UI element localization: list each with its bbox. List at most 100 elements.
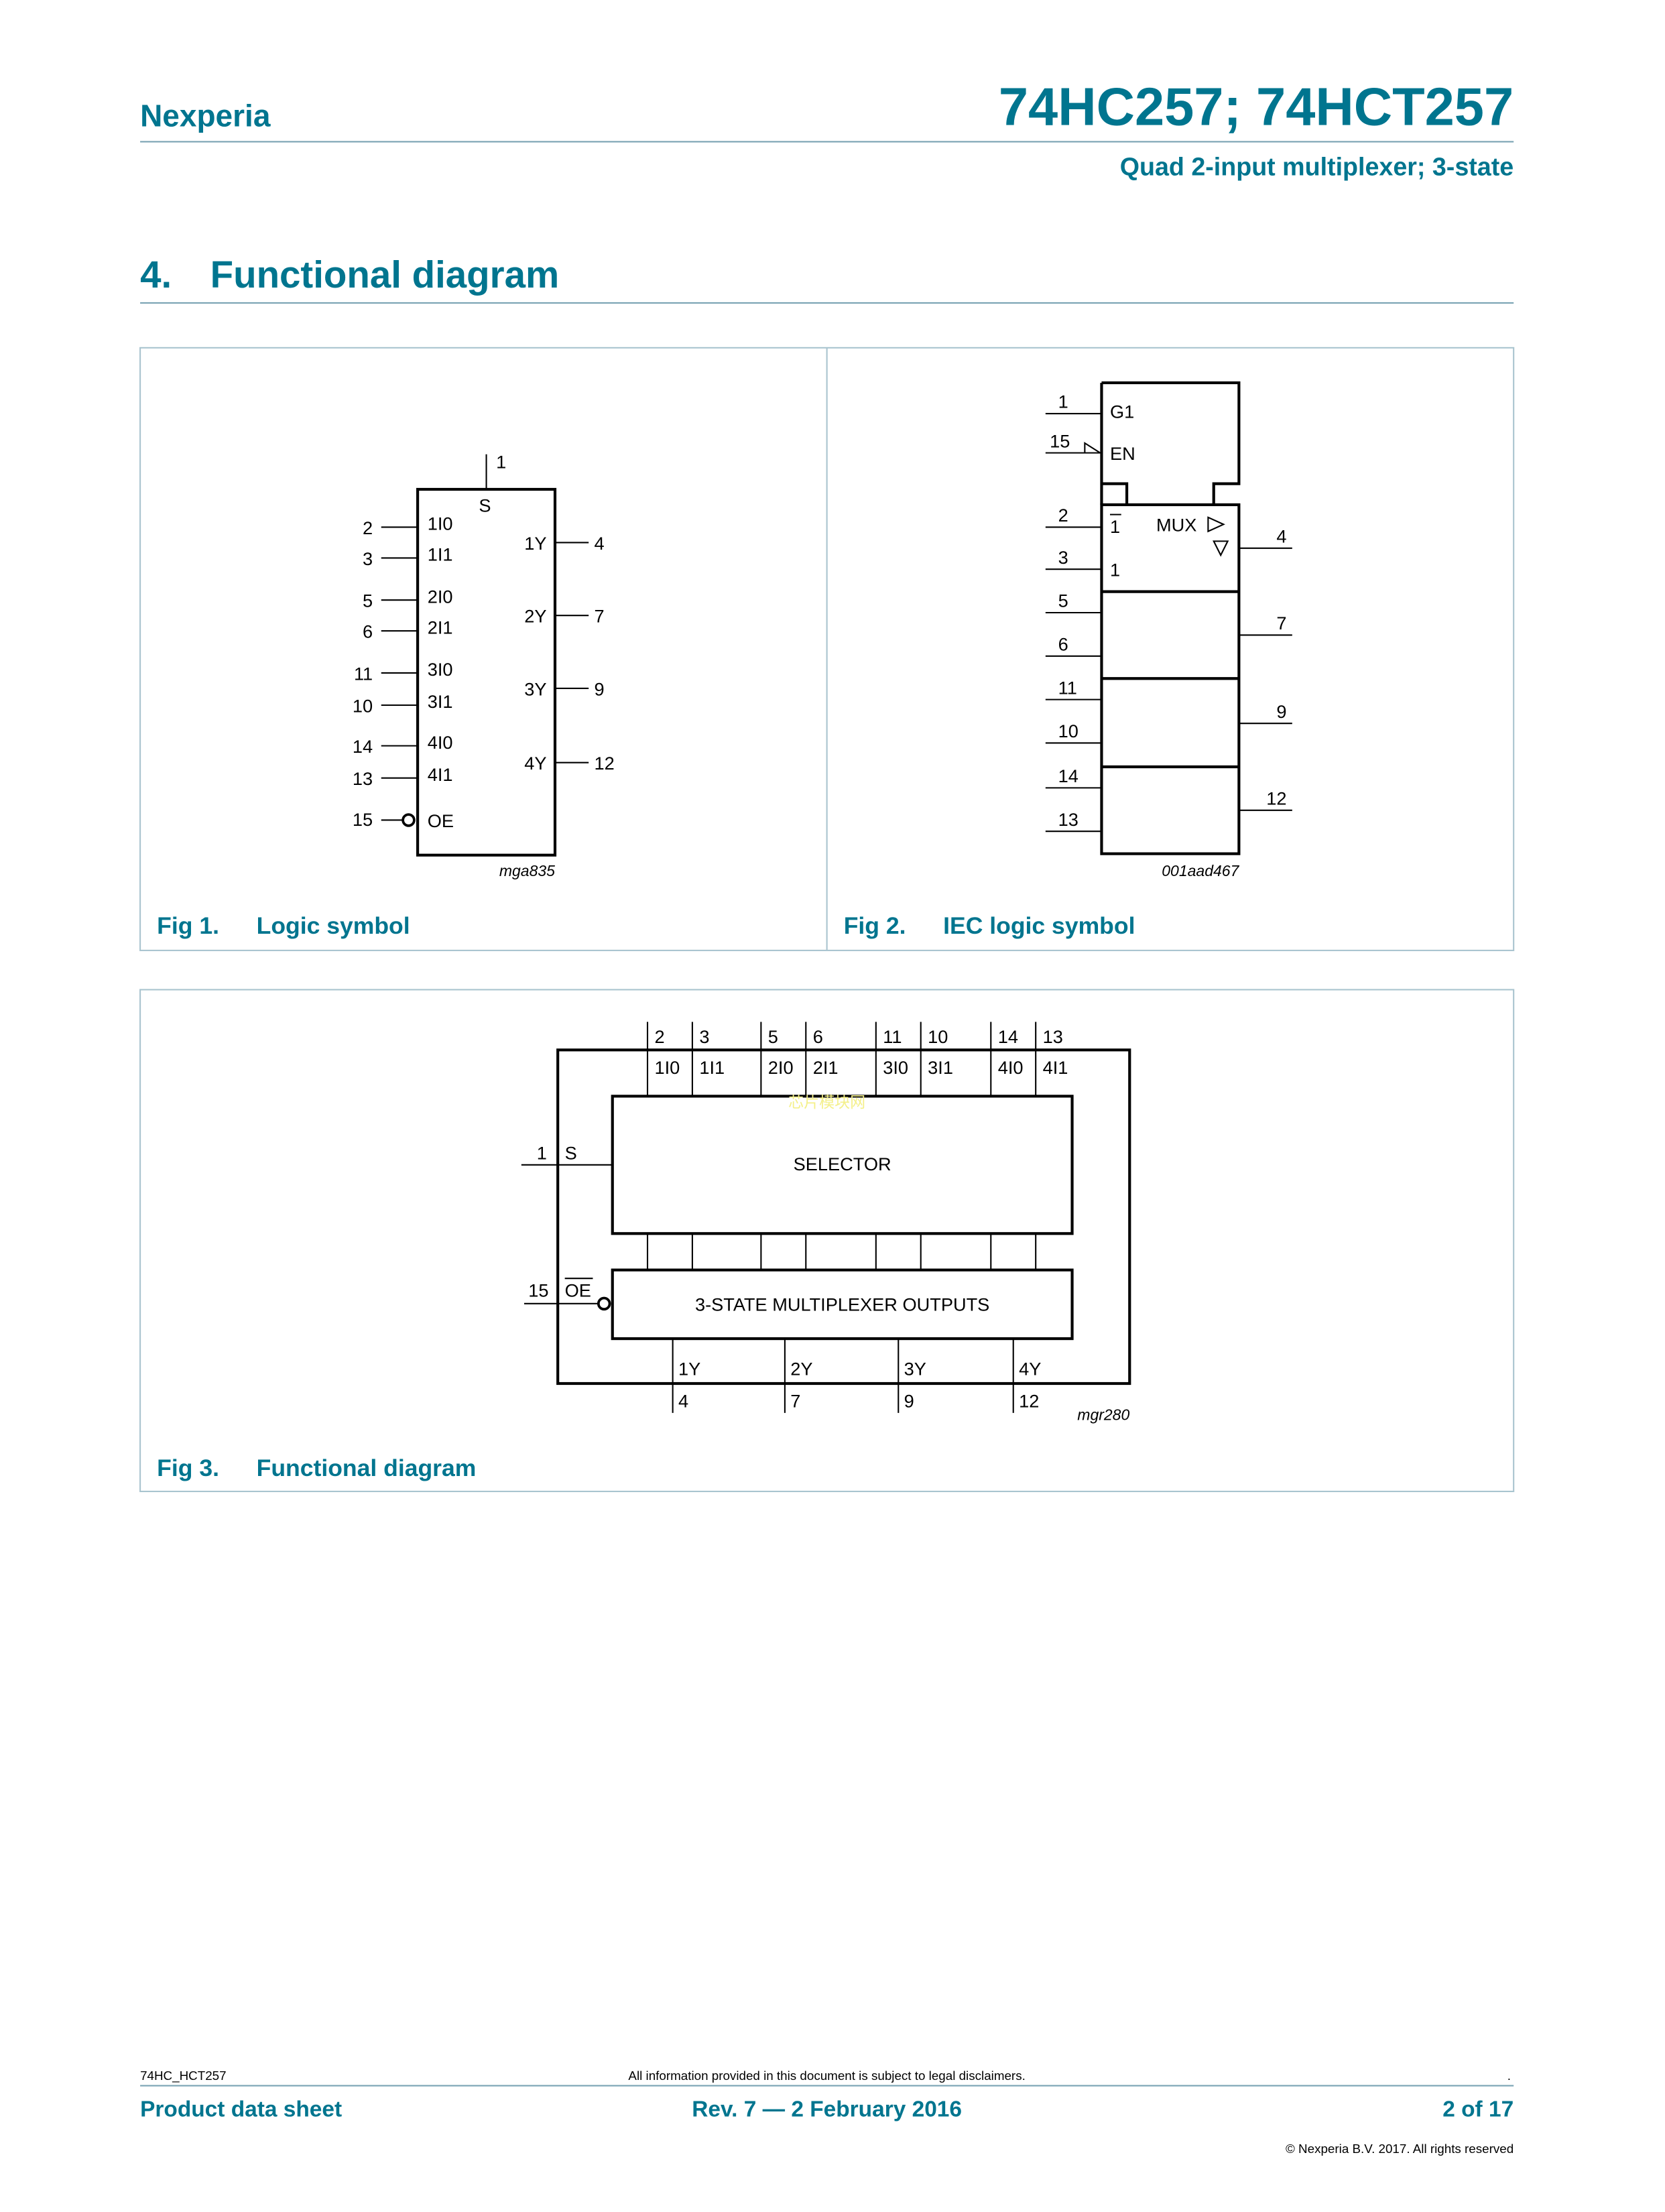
block-label: MUX — [1156, 515, 1196, 536]
outer-block — [556, 1048, 1131, 1386]
pin-number: 14 — [998, 1026, 1018, 1047]
pin-label: OE — [565, 1280, 591, 1300]
pin-label: 4Y — [1019, 1358, 1041, 1379]
pin-number: 11 — [354, 663, 373, 684]
pin-number: 6 — [813, 1026, 823, 1047]
pin-number: 9 — [904, 1391, 914, 1412]
block-label: 1 — [1110, 560, 1120, 580]
control-block — [1100, 381, 1241, 505]
footer-page-number: 2 of 17 — [1442, 2097, 1514, 2122]
pin-label: 4I1 — [428, 764, 453, 785]
pin-label: 3Y — [904, 1358, 926, 1379]
figure-code: mga835 — [499, 862, 555, 879]
figure-caption: IEC logic symbol — [943, 912, 1135, 939]
logic-symbol-diagram: 1 S 2 1I0 3 1I1 5 2I0 6 2I1 11 3I0 10 3I1 14 4I0 13 4I1… — [353, 452, 615, 879]
pin-number: 1 — [537, 1142, 547, 1163]
pin-label: S — [479, 495, 491, 515]
footer-doc-type: Product data sheet — [140, 2097, 342, 2122]
figure-caption-number: Fig 2. — [844, 912, 906, 939]
pin-number: 11 — [1058, 677, 1077, 698]
pin-label: OE — [428, 810, 454, 831]
pin-number: 2 — [1058, 505, 1068, 526]
pin-label: 3I1 — [428, 691, 453, 712]
pin-number: 14 — [353, 736, 373, 757]
document-title: 74HC257; 74HCT257 — [999, 76, 1514, 136]
pin-label: 1Y — [524, 533, 546, 554]
pin-number: 4 — [595, 533, 605, 554]
selector-label: SELECTOR — [794, 1154, 891, 1174]
pin-label: 2I1 — [813, 1057, 839, 1078]
pin-label: 3I0 — [428, 659, 453, 680]
pin-number: 5 — [768, 1026, 778, 1047]
pin-number: 13 — [353, 768, 373, 789]
pin-label: 4I1 — [1043, 1057, 1068, 1078]
output-block-label: 3-STATE MULTIPLEXER OUTPUTS — [695, 1294, 989, 1314]
3-state-triangle-icon — [1213, 540, 1229, 557]
pin-label: 2I0 — [428, 586, 453, 607]
pin-number: 10 — [928, 1026, 948, 1047]
pin-number: 10 — [1058, 721, 1078, 741]
pin-number: 6 — [363, 621, 373, 642]
pin-label: 2I1 — [428, 617, 453, 637]
pin-label: 3I0 — [883, 1057, 908, 1078]
pin-number: 1 — [496, 452, 506, 473]
pin-number: 13 — [1058, 809, 1078, 830]
pin-number: 12 — [595, 753, 615, 774]
figure-frame-bottom — [139, 989, 1515, 1493]
pin-label: 1I0 — [654, 1057, 680, 1078]
inversion-bubble-icon — [597, 1296, 611, 1311]
pin-label: 4I0 — [428, 732, 453, 753]
pin-number: 14 — [1058, 765, 1078, 786]
pin-number: 13 — [1043, 1026, 1063, 1047]
pin-number: 4 — [1276, 526, 1286, 546]
functional-diagram: SELECTOR 3-STATE MULTIPLEXER OUTPUTS 芯片模… — [521, 1022, 1131, 1423]
pin-label: 4Y — [524, 753, 546, 774]
inversion-bubble-icon — [402, 813, 416, 827]
pin-number: 5 — [363, 591, 373, 611]
output-block — [611, 1268, 1074, 1341]
figure-code: 001aad467 — [1162, 862, 1239, 879]
pin-number: 2 — [654, 1026, 664, 1047]
footer-doc-id: 74HC_HCT257 — [140, 2069, 227, 2083]
section-title: Functional diagram — [210, 253, 560, 296]
pin-number: 15 — [528, 1280, 548, 1300]
pin-number: 3 — [363, 548, 373, 569]
block-label: EN — [1110, 443, 1135, 464]
pin-label: 2Y — [524, 606, 546, 627]
footer-disclaimer: All information provided in this documen… — [628, 2069, 1025, 2083]
pin-number: 10 — [353, 695, 373, 716]
pin-label: 3I1 — [928, 1057, 953, 1078]
pin-label: 1I0 — [428, 513, 453, 534]
pin-label: 2I0 — [768, 1057, 794, 1078]
pin-label: 1Y — [678, 1358, 700, 1379]
pin-number: 3 — [699, 1026, 709, 1047]
pin-label: 1I1 — [699, 1057, 725, 1078]
watermark: 芯片模块网 — [788, 1094, 865, 1111]
pin-label: 1I1 — [428, 544, 453, 565]
pin-number: 12 — [1019, 1391, 1039, 1412]
pin-number: 9 — [1276, 701, 1286, 722]
pin-number: 15 — [353, 809, 373, 830]
pin-number: 3 — [1058, 547, 1068, 568]
footer-revision: Rev. 7 — 2 February 2016 — [692, 2097, 962, 2122]
pin-number: 15 — [1050, 430, 1070, 451]
pin-label: 3Y — [524, 678, 546, 699]
document-subtitle: Quad 2-input multiplexer; 3-state — [1120, 153, 1514, 181]
pin-number: 6 — [1058, 633, 1068, 654]
footer-copyright: © Nexperia B.V. 2017. All rights reserve… — [1286, 2142, 1514, 2156]
pin-number: 2 — [363, 517, 373, 538]
pin-label: S — [565, 1142, 577, 1163]
block-label: G1 — [1110, 401, 1134, 422]
brand-name: Nexperia — [140, 98, 271, 133]
pin-number: 4 — [678, 1391, 688, 1412]
figure-code: mgr280 — [1077, 1406, 1129, 1423]
figure-caption: Logic symbol — [257, 912, 410, 939]
active-low-indicator-icon — [1084, 442, 1101, 454]
pin-number: 12 — [1266, 788, 1286, 808]
pin-number: 7 — [790, 1391, 800, 1412]
pin-number: 11 — [883, 1026, 902, 1047]
figure-caption: Functional diagram — [257, 1455, 477, 1481]
pin-number: 1 — [1058, 391, 1068, 412]
pin-number: 5 — [1058, 591, 1068, 611]
